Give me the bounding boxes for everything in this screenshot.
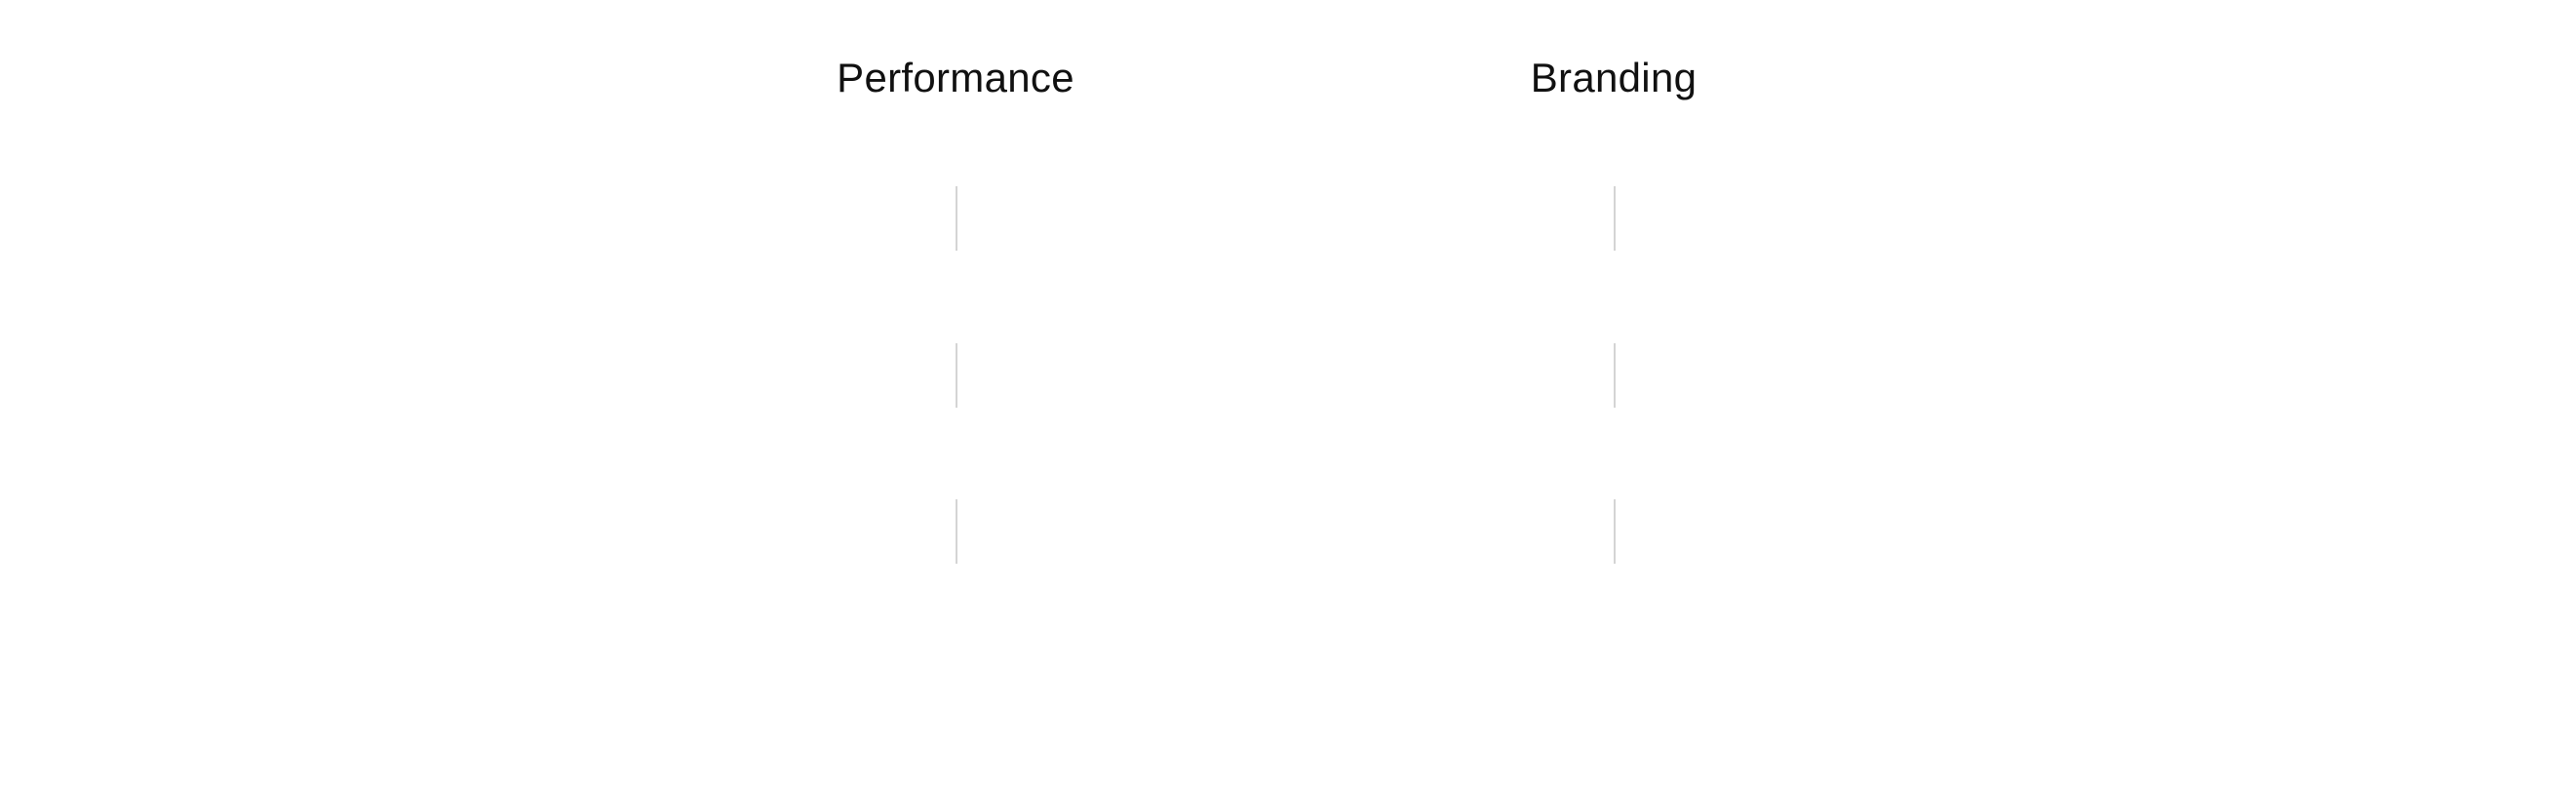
branding-column: Branding: [1321, 0, 1906, 788]
performance-divider-3: [956, 499, 957, 564]
performance-divider-1: [956, 186, 957, 251]
performance-column: Performance: [663, 0, 1248, 788]
branding-divider-2: [1614, 343, 1616, 408]
performance-heading: Performance: [837, 55, 1074, 100]
branding-heading: Branding: [1530, 55, 1698, 100]
branding-divider-3: [1614, 499, 1616, 564]
performance-divider-2: [956, 343, 957, 408]
branding-divider-1: [1614, 186, 1616, 251]
